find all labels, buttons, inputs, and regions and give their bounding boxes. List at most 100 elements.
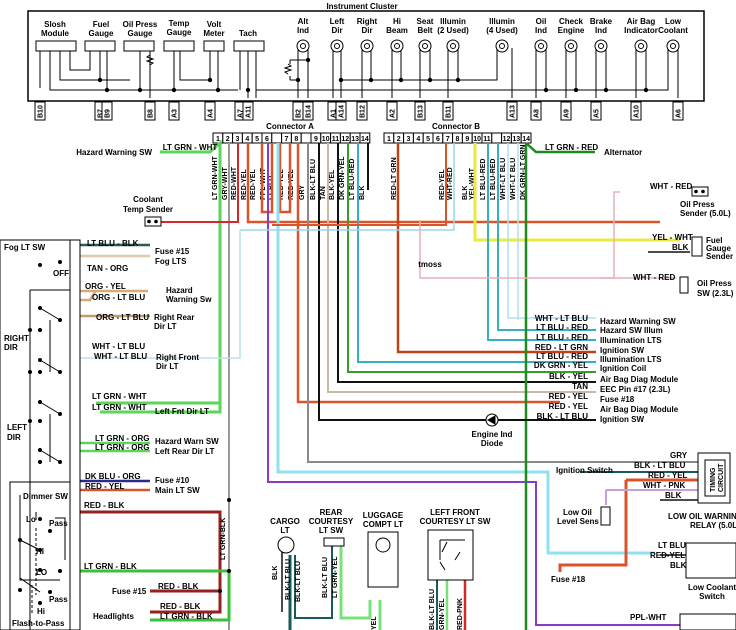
relay-wire-label: BLK — [665, 491, 682, 500]
lf-courtesy-label: LEFT FRONT — [430, 508, 480, 517]
fuel-gauge — [84, 40, 116, 52]
lamp-label: Oil — [536, 17, 547, 26]
connector-pin-label: 7 — [285, 136, 289, 143]
gauge-label: Gauge — [128, 29, 153, 38]
cluster-pin-box — [204, 101, 216, 121]
middle-components: tmoss Engine Ind Diode CARGO LT REAR COU… — [270, 260, 512, 630]
connector-wire-label: BLK — [359, 186, 366, 200]
rear-courtesy-label: REAR — [320, 508, 343, 517]
lamp-label: Right — [357, 17, 378, 26]
connector-pin-label: 6 — [436, 136, 440, 143]
instrument-cluster: Instrument Cluster Slosh Module Fuel Gau… — [27, 2, 705, 121]
fog-wire-label: LT BLU - BLK — [87, 239, 139, 248]
oil-sender-label: Oil Press — [680, 200, 715, 209]
fuel-sender-label: Gauge — [706, 244, 731, 253]
connector-pin-label: 9 — [314, 136, 318, 143]
connector-pin-label: 1 — [216, 136, 220, 143]
left-dir-label: DIR — [7, 433, 21, 442]
lamp-bulb-icon — [495, 39, 509, 53]
connector-wire-label: RED-YEL — [288, 169, 295, 200]
cluster-pin-label: A9 — [564, 109, 571, 118]
coolant-wire-label: BLK — [670, 561, 687, 570]
oil-sender-label: Sender (5.0L) — [680, 209, 731, 218]
cluster-pin-box — [144, 101, 156, 121]
cluster-pin-label: A7 — [238, 109, 245, 118]
lf-switch-contacts — [439, 539, 465, 571]
lf-wire-label: BLK-LT BLU — [429, 589, 436, 630]
timing-circuit-box — [704, 459, 726, 497]
wire-lt-blu-red-b2 — [497, 143, 596, 331]
cluster-pin-box — [168, 101, 180, 121]
lamp-bulb-icon — [666, 39, 680, 53]
lamp-bulb-icon — [446, 39, 460, 53]
cluster-pin-label: A11 — [246, 105, 253, 118]
dir-dest-label: Left Rear Dir LT — [155, 447, 215, 456]
harness-wire-label: LT BLU - RED — [536, 323, 588, 332]
connector-pin-label: 13 — [351, 136, 359, 143]
harness-dest-label: Hazard Warning SW — [600, 317, 676, 326]
lf-wire-label: RED-PNK — [457, 598, 464, 630]
rear-wire-label: LT GRN-YEL — [332, 556, 339, 598]
cluster-pin-label: A2 — [390, 109, 397, 118]
gauge-label: Slosh — [44, 20, 66, 29]
harness-dest-label: Ignition SW — [600, 415, 644, 424]
cluster-pin-label: A3 — [172, 109, 179, 118]
harness-wire-label: LT BLU - RED — [536, 333, 588, 342]
cargo-wire-label: BLK-LT BLU — [285, 559, 292, 600]
lamp-label: Illumin — [440, 17, 466, 26]
ppl-switch-box — [679, 613, 736, 630]
cluster-pin-box — [386, 101, 398, 121]
cluster-pin-box — [630, 101, 642, 121]
cluster-pin-label: A13 — [510, 105, 517, 118]
oil-sender-wire-label: WHT - RED — [650, 182, 692, 191]
cluster-pin-label: A1 — [331, 109, 338, 118]
harness-wire-label: TAN — [572, 382, 588, 391]
connector-wire-label: LT GRN-WHT — [212, 155, 219, 200]
coolant-wire-label: LT BLU — [658, 541, 686, 550]
wire-red-wht — [160, 143, 239, 223]
luggage-lamp-box — [367, 531, 399, 588]
connector-pin-label: 2 — [226, 136, 230, 143]
cluster-pin-box — [356, 101, 368, 121]
alternator-wire-label: LT GRN - RED — [545, 143, 598, 152]
connector-pin-label: 3 — [407, 136, 411, 143]
wire-gry — [307, 143, 710, 463]
connector-pin-label: 12 — [341, 136, 349, 143]
wire-dk-grn-yel — [347, 143, 596, 373]
connector-wire-label: GRY — [299, 185, 306, 200]
cargo-lt-label: LT — [280, 526, 289, 535]
cluster-pin-box — [242, 101, 254, 121]
dimmer-lo-label: Lo — [26, 515, 36, 524]
connector-pin-label: 11 — [332, 136, 340, 143]
lamp-bulb-icon — [418, 39, 432, 53]
cluster-pin-box — [530, 101, 542, 121]
cluster-pin-label: B10 — [38, 105, 45, 118]
gauge-label: Volt — [207, 20, 222, 29]
wire-lt-blu-red — [357, 143, 596, 363]
hazard-wire-label: LT GRN - WHT — [163, 143, 218, 152]
luggage-label: LUGGAGE — [363, 511, 404, 520]
fog-sw-label: Fog LT SW — [4, 243, 46, 252]
cluster-pin-label: B7 — [98, 109, 105, 118]
connector-pin-label: 10 — [473, 136, 481, 143]
wire-wht-red — [240, 143, 455, 231]
wire-harness — [80, 139, 710, 630]
connector-wire-label: RED-YEL — [250, 169, 257, 200]
lamp-label: Coolant — [658, 26, 688, 35]
dimmer-wire-label: LT GRN - BLK — [84, 562, 137, 571]
wire-lt-grn-yel — [339, 540, 372, 620]
dir-wire-label: ORG - LT BLU — [96, 313, 149, 322]
lamp-bulb-icon — [564, 39, 578, 53]
connector-b-title: Connector B — [432, 122, 480, 131]
lamp-bulb-icon — [330, 39, 344, 53]
harness-dest-label: Illumination LTS — [600, 336, 662, 345]
cluster-pin-box — [34, 101, 46, 121]
connector-wire-label: DK GRN-LT GRN — [520, 145, 527, 200]
lamp-label: Ind — [595, 26, 607, 35]
cluster-pin-label: A4 — [208, 109, 215, 118]
wire-wht-lt-blu-left — [80, 230, 241, 359]
wire-red-yel-b — [272, 143, 447, 226]
connector-wire-label: LT BLU-RED — [349, 159, 356, 200]
